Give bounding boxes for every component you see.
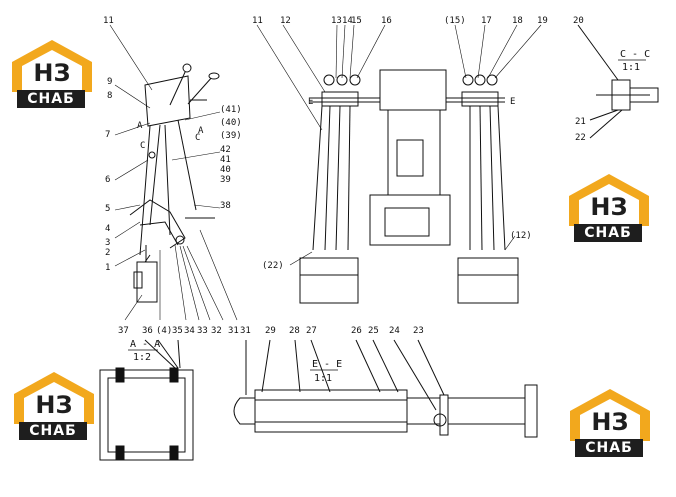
callout: C — [195, 133, 200, 143]
callout: 12 — [280, 16, 291, 26]
callout: (40) — [220, 118, 242, 128]
section-title-c-c: C - C — [620, 49, 650, 60]
callout: 25 — [368, 326, 379, 336]
callout-labels: 11 9 8 7 6 5 4 3 2 1 (41) (40) (39) 42 4… — [103, 16, 586, 336]
callout: 33 — [197, 326, 208, 336]
section-titles: A - A 1:2 C - C 1:1 E - E 1:1 — [128, 49, 650, 384]
center-assembly — [299, 69, 519, 304]
callout: 42 — [220, 145, 231, 155]
callout: 31 — [240, 326, 251, 336]
callout: 8 — [107, 91, 112, 101]
callout: 19 — [537, 16, 548, 26]
logo-mark: НЗ — [591, 408, 629, 436]
callout: (4) — [156, 326, 172, 336]
callout: 21 — [575, 117, 586, 127]
callout: 38 — [220, 201, 231, 211]
callout: A — [198, 126, 204, 136]
callout: 27 — [306, 326, 317, 336]
house-logo-icon — [570, 389, 650, 441]
callout: 34 — [184, 326, 195, 336]
callout: 4 — [105, 224, 110, 234]
left-leaders — [109, 24, 238, 321]
callout: 11 — [103, 16, 114, 26]
left-assembly — [129, 63, 220, 303]
callout: A — [137, 121, 143, 131]
logo-mark: НЗ — [35, 391, 73, 419]
house-logo-icon — [569, 174, 649, 226]
callout: (41) — [220, 105, 242, 115]
callout: 7 — [105, 130, 110, 140]
callout: 22 — [575, 133, 586, 143]
callout: 16 — [381, 16, 392, 26]
callout: 24 — [389, 326, 400, 336]
callout: 20 — [573, 16, 584, 26]
callout: 40 — [220, 165, 231, 175]
callout: 32 — [211, 326, 222, 336]
callout: 35 — [172, 326, 183, 336]
watermark-logo: НЗ СНАБ — [563, 170, 653, 242]
callout: (12) — [510, 231, 532, 241]
callout: E — [510, 97, 515, 107]
callout: (22) — [262, 261, 284, 271]
callout: 28 — [289, 326, 300, 336]
watermark-logo: НЗ СНАБ — [6, 36, 96, 108]
logo-brand: СНАБ — [575, 439, 643, 457]
section-title-a-a: A - A — [130, 339, 160, 350]
callout: 23 — [413, 326, 424, 336]
watermark-logo: НЗ СНАБ — [8, 368, 98, 440]
callout: 5 — [105, 204, 110, 214]
callout: 31 — [228, 326, 239, 336]
callout: 26 — [351, 326, 362, 336]
section-title-e-e: E - E — [312, 359, 342, 370]
house-logo-icon — [14, 372, 94, 424]
callout: 17 — [481, 16, 492, 26]
callout: 14 — [342, 16, 353, 26]
section-scale-a-a: 1:2 — [133, 352, 151, 363]
callout: (39) — [220, 131, 242, 141]
section-scale-e-e: 1:1 — [314, 373, 332, 384]
section-a-a — [99, 339, 194, 461]
callout: 11 — [252, 16, 263, 26]
callout: 3 — [105, 238, 110, 248]
watermark-logo: НЗ СНАБ — [564, 385, 654, 457]
callout: 39 — [220, 175, 231, 185]
callout: 37 — [118, 326, 129, 336]
logo-mark: НЗ — [590, 193, 628, 221]
callout: 9 — [107, 77, 112, 87]
logo-brand: СНАБ — [19, 422, 87, 440]
callout: C — [140, 141, 145, 151]
callout: 18 — [512, 16, 523, 26]
callout: 29 — [265, 326, 276, 336]
callout: 36 — [142, 326, 153, 336]
section-scale-c-c: 1:1 — [622, 62, 640, 73]
callout: 41 — [220, 155, 231, 165]
callout: 13 — [331, 16, 342, 26]
center-leaders — [256, 24, 542, 266]
callout: 15 — [351, 16, 362, 26]
callout: E — [308, 97, 313, 107]
logo-brand: СНАБ — [574, 224, 642, 242]
callout: 2 — [105, 248, 110, 258]
logo-brand: СНАБ — [17, 90, 85, 108]
callout: 1 — [105, 263, 110, 273]
detail-c-c — [577, 24, 659, 139]
section-e-e — [233, 339, 538, 438]
callout: 6 — [105, 175, 110, 185]
callout: (15) — [444, 16, 466, 26]
house-logo-icon — [12, 40, 92, 92]
logo-mark: НЗ — [33, 59, 71, 87]
